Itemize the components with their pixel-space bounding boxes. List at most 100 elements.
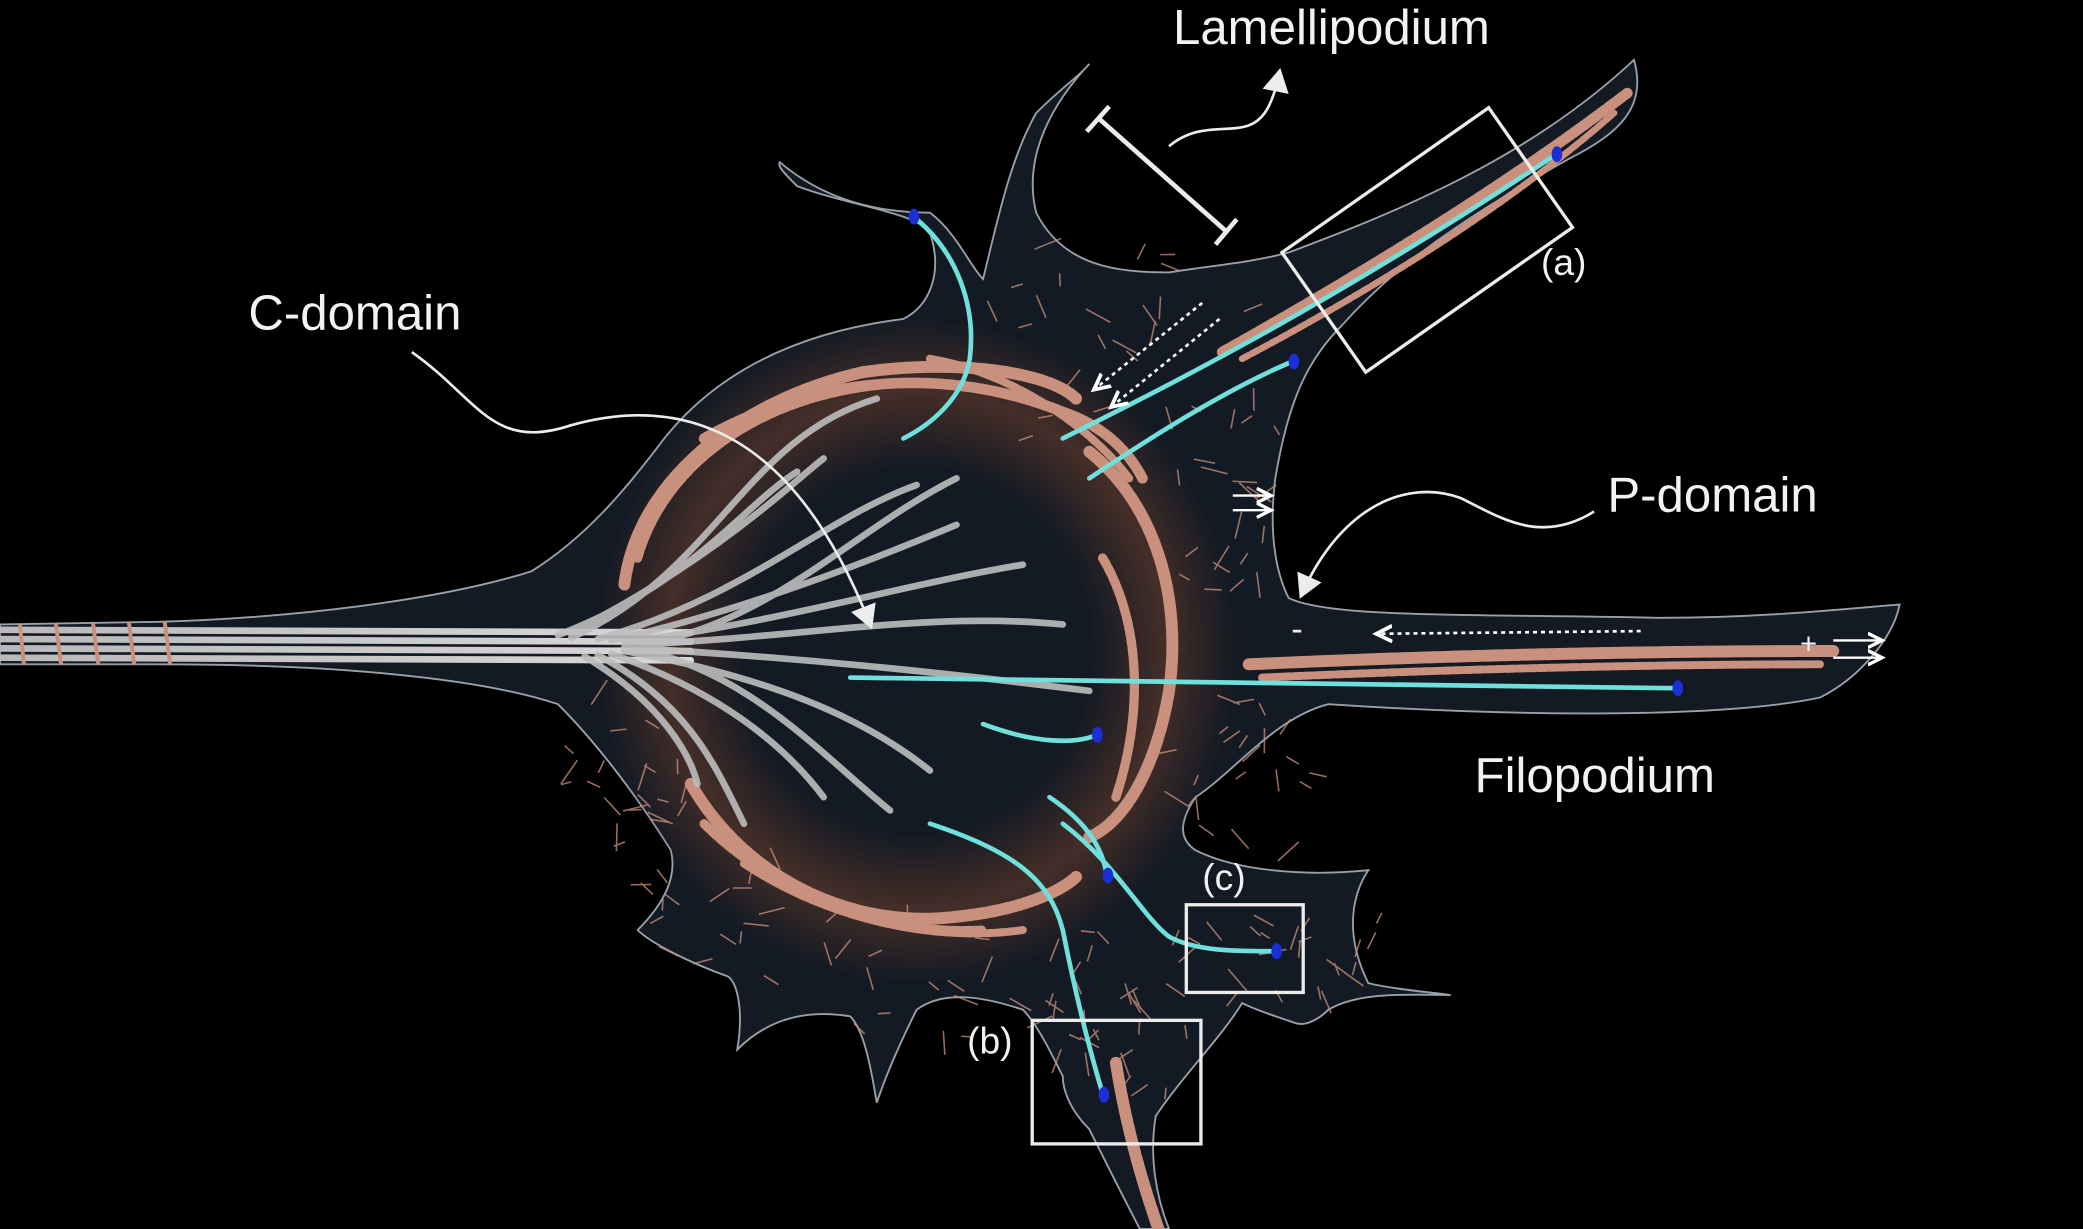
actin-filament xyxy=(1227,968,1248,992)
actin-filament xyxy=(1185,546,1199,558)
actin-filament xyxy=(657,798,669,803)
actin-filament xyxy=(1241,415,1253,424)
dotted-arrow-icon xyxy=(1096,301,1204,388)
actin-filament xyxy=(1058,273,1062,287)
actin-filament xyxy=(1217,694,1241,706)
actin-filament xyxy=(1158,296,1162,320)
actin-filament xyxy=(622,803,650,812)
actin-filament xyxy=(661,898,664,911)
protrusion-arrows xyxy=(1232,496,1880,658)
actin-filament xyxy=(1137,1020,1141,1035)
plus-sign: + xyxy=(1800,629,1817,661)
actin-filament xyxy=(769,847,781,870)
actin-filament xyxy=(1238,482,1260,502)
actin-filament xyxy=(1258,702,1267,716)
actin-filament xyxy=(1193,774,1200,786)
actin-filament xyxy=(1184,1024,1188,1039)
inset-box-b xyxy=(1030,1018,1203,1146)
actin-filament xyxy=(834,939,852,960)
actin-filament xyxy=(1132,999,1152,1020)
actin-filament xyxy=(961,1035,973,1038)
actin-filament xyxy=(1176,469,1181,486)
actin-filament xyxy=(877,1012,891,1015)
actin-filament xyxy=(1279,718,1292,736)
actin-filament xyxy=(1229,578,1245,592)
curved-arrow-icon xyxy=(1297,490,1595,599)
actin-filament xyxy=(1073,961,1082,973)
actin-filament xyxy=(1086,944,1094,962)
actin-filament xyxy=(597,760,605,773)
actin-filament xyxy=(1084,1052,1090,1077)
c-domain-label: C-domain xyxy=(248,287,461,341)
actin-filament xyxy=(1309,772,1327,778)
actin-filament xyxy=(1285,755,1300,765)
actin-filament xyxy=(1243,303,1263,313)
actin-filament xyxy=(1343,971,1364,987)
actin-filament xyxy=(677,800,687,817)
actin-filament xyxy=(603,796,621,816)
actin-filament xyxy=(1096,931,1110,945)
actin-filament xyxy=(1212,561,1231,574)
actin-filament xyxy=(1255,571,1261,598)
inset-box-a xyxy=(1279,105,1575,375)
actin-filament xyxy=(628,808,642,811)
actin-filament xyxy=(1092,1028,1100,1041)
actin-filament xyxy=(1275,769,1280,792)
actin-filament xyxy=(564,745,575,755)
actin-filament xyxy=(1366,931,1377,950)
actin-filament xyxy=(1222,730,1241,744)
actin-filament xyxy=(953,994,979,1006)
minus-sign: - xyxy=(1291,610,1303,648)
axon-microtubules xyxy=(0,626,695,664)
actin-filament xyxy=(743,922,769,927)
actin-filament xyxy=(1178,573,1190,581)
actin-filament xyxy=(586,780,601,789)
actin-filament xyxy=(1206,921,1223,941)
actin-filament xyxy=(868,949,883,958)
actin-filament xyxy=(1068,1033,1082,1041)
actin-filament xyxy=(758,906,785,915)
actin-filament xyxy=(1198,824,1215,837)
actin-filament xyxy=(1354,939,1362,958)
callout-arrows xyxy=(411,67,1595,630)
actin-filament xyxy=(719,933,737,946)
lamellipodium-bracket xyxy=(1084,104,1239,247)
actin-filament xyxy=(1273,425,1281,436)
actin-filament xyxy=(1230,828,1250,850)
actin-filament xyxy=(649,915,664,925)
actin-filament xyxy=(1195,795,1200,821)
inset-label-b: (b) xyxy=(967,1020,1012,1062)
actin-meshwork xyxy=(560,237,1383,1100)
dotted-arrow-icon xyxy=(1379,631,1641,634)
actin-filament xyxy=(763,974,779,986)
actin-filament xyxy=(1051,1000,1057,1021)
actin-filament xyxy=(739,931,743,944)
actin-filament xyxy=(866,967,875,991)
actin-filament xyxy=(1253,914,1274,927)
actin-filament xyxy=(1375,912,1383,924)
actin-filament xyxy=(1235,771,1247,780)
actin-filament xyxy=(1018,434,1034,442)
actin-filament xyxy=(1085,308,1111,324)
actin-filament xyxy=(947,979,965,992)
actin-filament xyxy=(1204,588,1222,591)
actin-filament xyxy=(647,811,673,825)
actin-filament xyxy=(1297,940,1301,958)
actin-filament xyxy=(1226,991,1239,1007)
filopodium-label: Filopodium xyxy=(1475,749,1715,803)
actin-filament xyxy=(1261,525,1266,544)
actin-filament xyxy=(1326,958,1348,975)
inset-boxes xyxy=(1030,105,1575,1146)
actin-filament xyxy=(1009,997,1032,1012)
actin-filament xyxy=(1232,480,1258,484)
actin-filament xyxy=(1164,1087,1167,1100)
actin-filament xyxy=(1320,990,1333,1014)
actin-filament xyxy=(942,1030,946,1055)
axon-actin-rings xyxy=(17,621,173,665)
actin-filament xyxy=(974,936,990,941)
actin-filament xyxy=(1097,334,1107,350)
actin-filament xyxy=(560,759,578,785)
actin-filament xyxy=(1277,841,1300,862)
actin-filament xyxy=(709,887,730,903)
